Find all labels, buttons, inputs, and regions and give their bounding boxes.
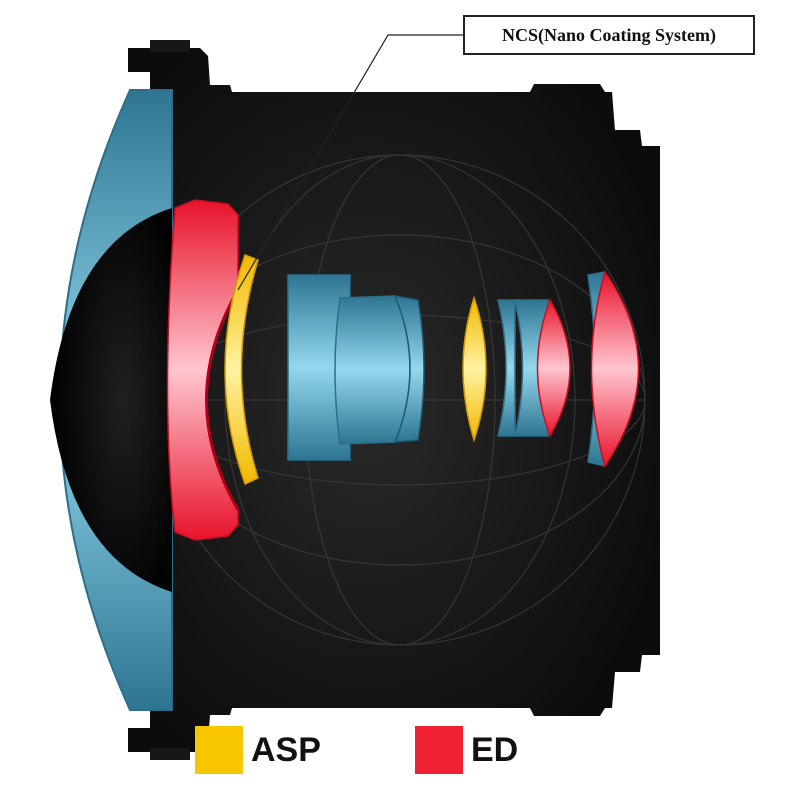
rear-lens-group: [497, 270, 640, 468]
ncs-callout-text: NCS(Nano Coating System): [501, 24, 716, 45]
legend-label-ed: ED: [471, 730, 519, 769]
ncs-coating-arc: [205, 289, 240, 511]
legend-item-ed: ED: [415, 722, 518, 778]
ed-element-rear-small: [536, 298, 571, 438]
legend-label-asp: ASP: [251, 730, 321, 769]
ed-element-rear-large: [590, 270, 640, 468]
asp-element-front: [224, 254, 259, 486]
asp-element-rear: [462, 295, 487, 443]
legend-item-asp: ASP: [195, 722, 321, 778]
ncs-callout-box: NCS(Nano Coating System): [463, 15, 755, 55]
legend-swatch-asp: [195, 726, 243, 774]
legend-swatch-ed: [415, 726, 463, 774]
callout-leader-line: [237, 34, 463, 291]
front-element-inner-shadow: [50, 208, 172, 592]
middle-lens-group: [287, 274, 425, 461]
